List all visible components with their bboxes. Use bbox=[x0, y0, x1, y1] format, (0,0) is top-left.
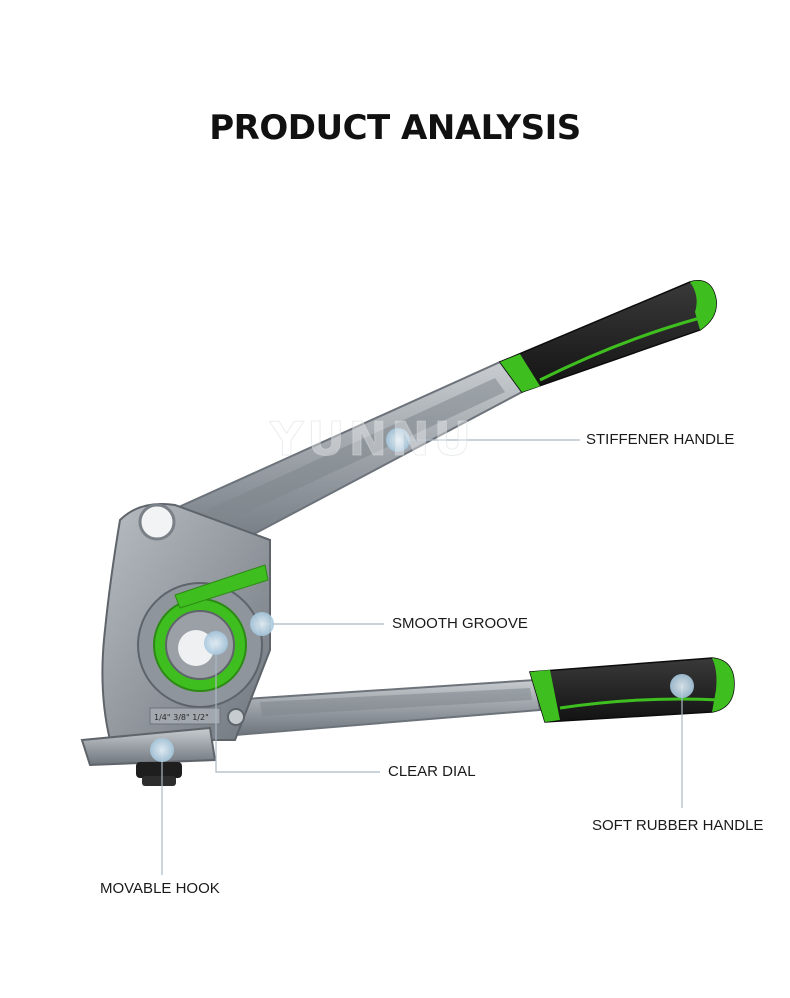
label-clear-dial: CLEAR DIAL bbox=[388, 763, 476, 780]
callout-dot-groove bbox=[250, 612, 274, 636]
label-movable-hook: MOVABLE HOOK bbox=[100, 880, 220, 897]
callout-dots bbox=[150, 428, 694, 762]
lower-handle-arm bbox=[228, 678, 542, 737]
callout-dot-dial bbox=[204, 631, 228, 655]
callout-dot-rubber bbox=[670, 674, 694, 698]
callout-dot-stiffener bbox=[386, 428, 410, 452]
callout-dot-hook bbox=[150, 738, 174, 762]
callout-lines bbox=[161, 439, 683, 875]
label-stiffener-handle: STIFFENER HANDLE bbox=[586, 431, 735, 448]
label-smooth-groove: SMOOTH GROOVE bbox=[392, 615, 528, 632]
bender-head bbox=[80, 503, 271, 786]
stiffener-grip bbox=[498, 280, 717, 393]
watermark-text: YUNNU bbox=[269, 412, 475, 466]
page-title: PRODUCT ANALYSIS bbox=[209, 108, 581, 148]
soft-rubber-grip bbox=[529, 657, 735, 723]
dial-marks-text: 1/4" 3/8" 1/2" bbox=[154, 713, 209, 722]
label-soft-rubber-handle: SOFT RUBBER HANDLE bbox=[592, 817, 764, 834]
